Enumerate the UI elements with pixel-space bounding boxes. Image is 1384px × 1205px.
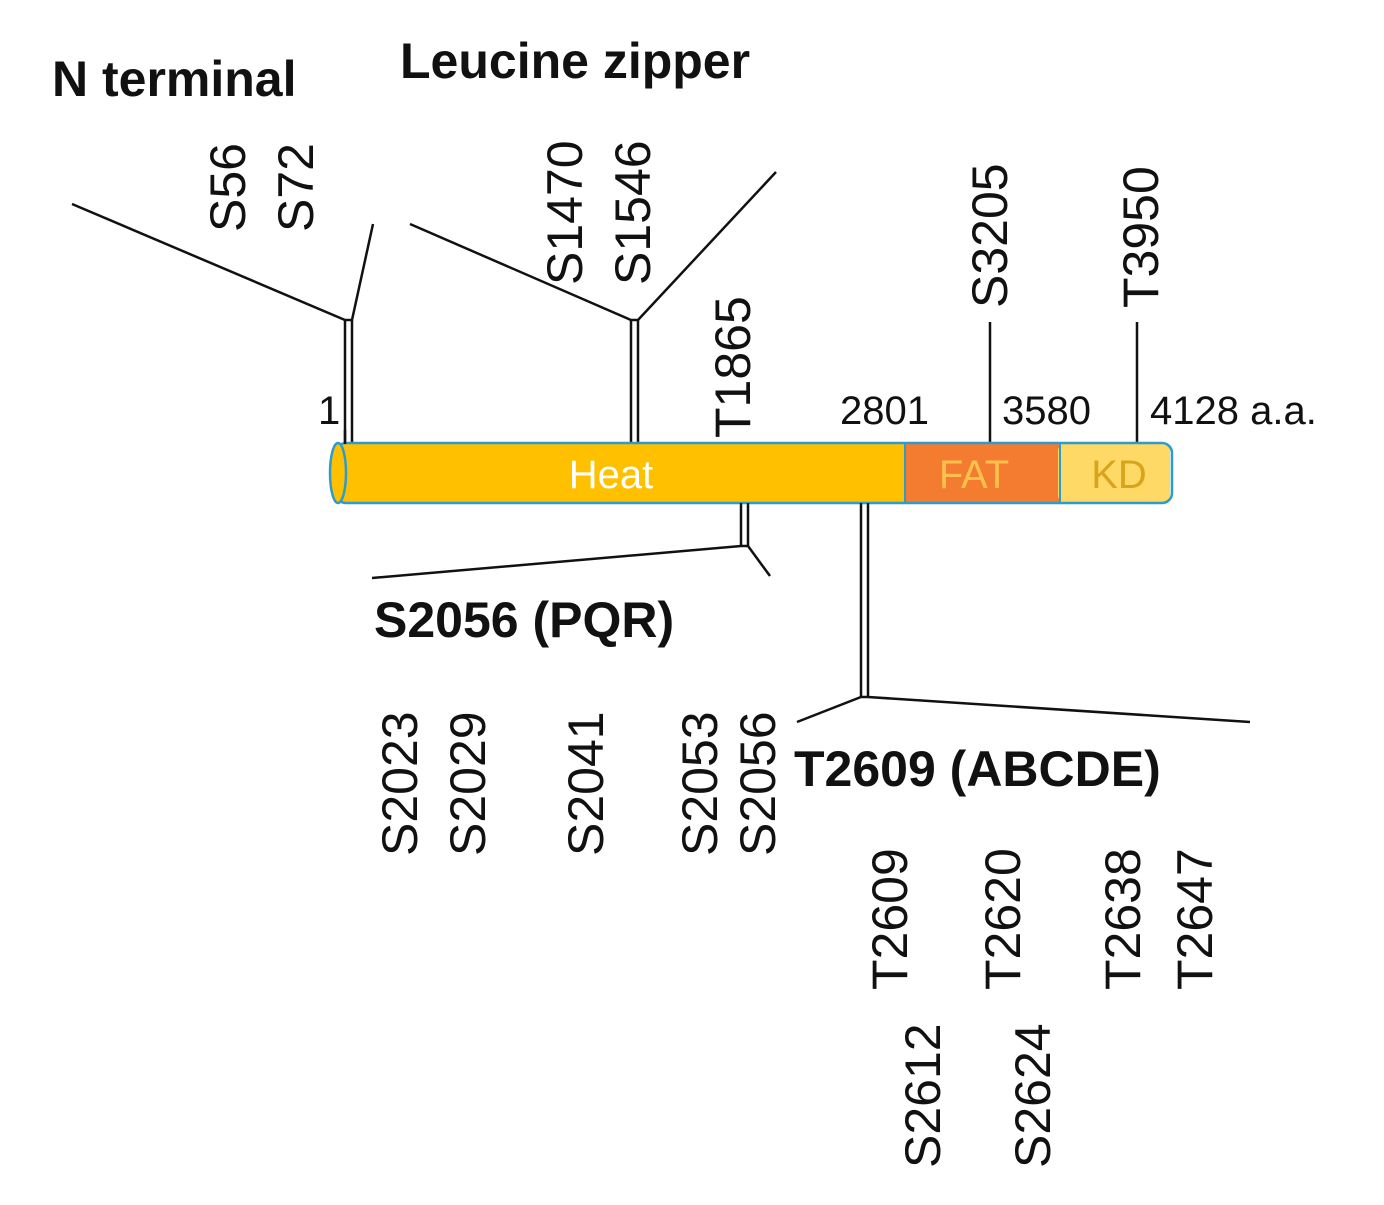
domain-fat-label: FAT (939, 453, 1009, 497)
domain-fat (905, 443, 1061, 503)
position-start: 1 (318, 389, 340, 433)
site-s2053: S2053 (672, 711, 728, 856)
domain-heat (338, 443, 908, 503)
pqr-title: S2056 (PQR) (374, 592, 674, 648)
pqr-connector (371, 503, 772, 580)
site-s56: S56 (200, 143, 256, 232)
site-s1546: S1546 (605, 140, 661, 285)
site-t2609: T2609 (862, 848, 918, 990)
site-t1865: T1865 (705, 296, 761, 438)
domain-kd-label: KD (1091, 453, 1147, 497)
domain-kd (1058, 443, 1170, 503)
leucine-zipper-connector (409, 171, 777, 442)
domain-heat-label: Heat (569, 453, 654, 497)
position-kd-start: 3580 (1002, 389, 1091, 433)
site-s2029: S2029 (440, 711, 496, 856)
position-fat-start: 2801 (840, 389, 929, 433)
n-terminal-connector (71, 202, 375, 442)
site-s2023: S2023 (372, 711, 428, 856)
n-terminal-title: N terminal (52, 51, 297, 107)
site-s3205: S3205 (962, 163, 1018, 308)
position-end: 4128 a.a. (1150, 389, 1317, 433)
site-s2041: S2041 (558, 711, 614, 856)
site-t2647: T2647 (1167, 848, 1223, 990)
leucine-zipper-title: Leucine zipper (400, 33, 750, 89)
domain-bar: Heat FAT KD (328, 441, 1174, 505)
site-s72: S72 (268, 143, 324, 232)
abcde-connector (796, 503, 1251, 724)
site-t2620: T2620 (975, 848, 1031, 990)
abcde-title: T2609 (ABCDE) (794, 741, 1161, 797)
site-s1470: S1470 (537, 140, 593, 285)
site-t3950: T3950 (1113, 166, 1169, 308)
bar-start-cap (328, 441, 348, 505)
site-s2612: S2612 (895, 1023, 951, 1168)
site-s2624: S2624 (1005, 1023, 1061, 1168)
site-s2056: S2056 (730, 711, 786, 856)
site-t2638: T2638 (1095, 848, 1151, 990)
